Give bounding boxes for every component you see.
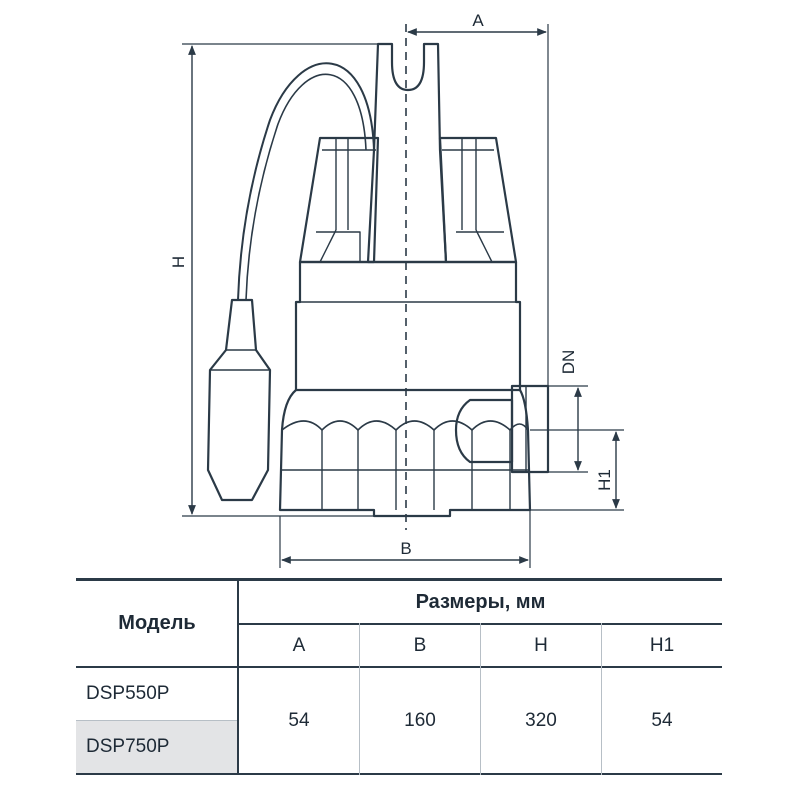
column-header-h: H xyxy=(534,634,548,656)
pump-upper-left-block xyxy=(298,136,380,264)
value-h1: 54 xyxy=(651,709,673,731)
value-h: 320 xyxy=(525,709,557,731)
pump-outlet xyxy=(454,398,514,464)
model-cell-shade xyxy=(76,721,238,773)
dim-label-b: B xyxy=(400,539,411,558)
table-top-rule xyxy=(76,578,722,581)
table-col-rule-1 xyxy=(359,623,360,775)
dim-label-dn: DN xyxy=(559,350,578,375)
table-model-rule xyxy=(76,720,238,721)
model-name-2: DSP750P xyxy=(86,736,170,757)
pump-body xyxy=(294,260,522,392)
model-header: Модель xyxy=(118,612,196,634)
pump-dimension-drawing: A H B DN H1 xyxy=(169,11,624,568)
model-name-1: DSP550P xyxy=(86,683,170,704)
pump-handle xyxy=(366,42,448,264)
dim-label-h: H xyxy=(169,256,188,268)
column-header-b: B xyxy=(413,634,427,656)
pump-upper-right-block xyxy=(438,136,518,264)
table-model-col-rule xyxy=(237,578,239,775)
dim-label-h1: H1 xyxy=(595,469,614,491)
column-header-a: A xyxy=(292,634,306,656)
table-col-rule-3 xyxy=(601,623,602,775)
pump-lower-housing xyxy=(278,389,532,518)
column-header-h1: H1 xyxy=(649,634,675,656)
float-switch xyxy=(206,298,272,502)
table-header-rule xyxy=(76,666,722,668)
value-a: 54 xyxy=(288,709,310,731)
table-col-rule-2 xyxy=(480,623,481,775)
dimensions-table: Модель Размеры, мм A B H H1 DSP550P DSP7… xyxy=(76,578,722,775)
dim-label-a: A xyxy=(472,11,484,30)
pump-outlet-collar xyxy=(510,384,550,474)
dimensions-header: Размеры, мм xyxy=(415,590,546,613)
value-b: 160 xyxy=(404,709,436,731)
power-cable xyxy=(237,62,375,301)
table-bottom-rule xyxy=(76,773,722,775)
